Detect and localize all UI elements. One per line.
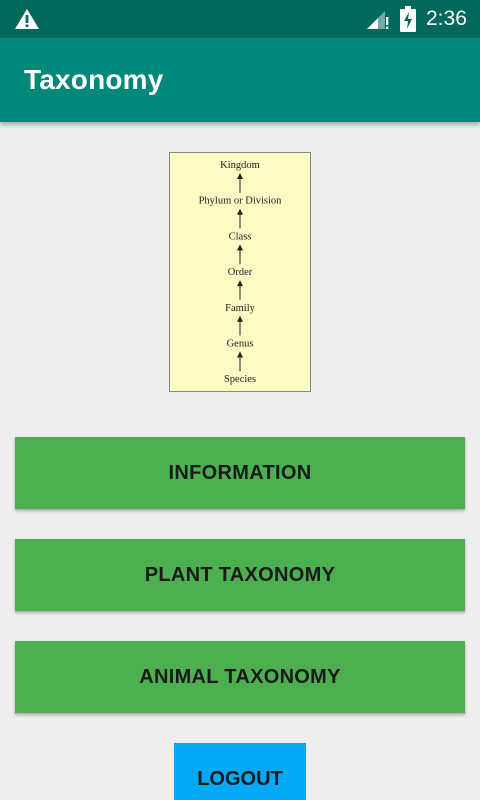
- hierarchy-arrow-head: [237, 244, 243, 251]
- hierarchy-level: Class: [229, 231, 252, 242]
- battery-charging-icon: [400, 6, 416, 32]
- hierarchy-arrow-head: [237, 173, 243, 179]
- status-time: 2:36: [426, 7, 467, 30]
- hierarchy-arrow-head: [237, 315, 243, 322]
- hierarchy-level: Order: [228, 267, 253, 278]
- plant-taxonomy-button[interactable]: PLANT TAXONOMY: [15, 539, 465, 611]
- app-bar: Taxonomy: [0, 38, 480, 122]
- information-button[interactable]: INFORMATION: [15, 437, 465, 509]
- animal-taxonomy-button[interactable]: ANIMAL TAXONOMY: [15, 641, 465, 713]
- page-title: Taxonomy: [24, 64, 164, 95]
- hierarchy-level: Genus: [227, 339, 254, 350]
- hierarchy-arrow-head: [237, 280, 243, 287]
- hierarchy-level: Species: [224, 374, 256, 385]
- hierarchy-level: Kingdom: [220, 160, 260, 171]
- warning-icon: [15, 9, 39, 29]
- status-bar: 2:36: [0, 0, 480, 38]
- logout-button[interactable]: LOGOUT: [174, 743, 306, 800]
- hierarchy-arrow-head: [237, 351, 243, 358]
- signal-icon: [367, 11, 389, 29]
- hierarchy-level: Family: [225, 303, 256, 314]
- hierarchy-arrow-head: [237, 208, 243, 215]
- hierarchy-level: Phylum or Division: [199, 196, 283, 207]
